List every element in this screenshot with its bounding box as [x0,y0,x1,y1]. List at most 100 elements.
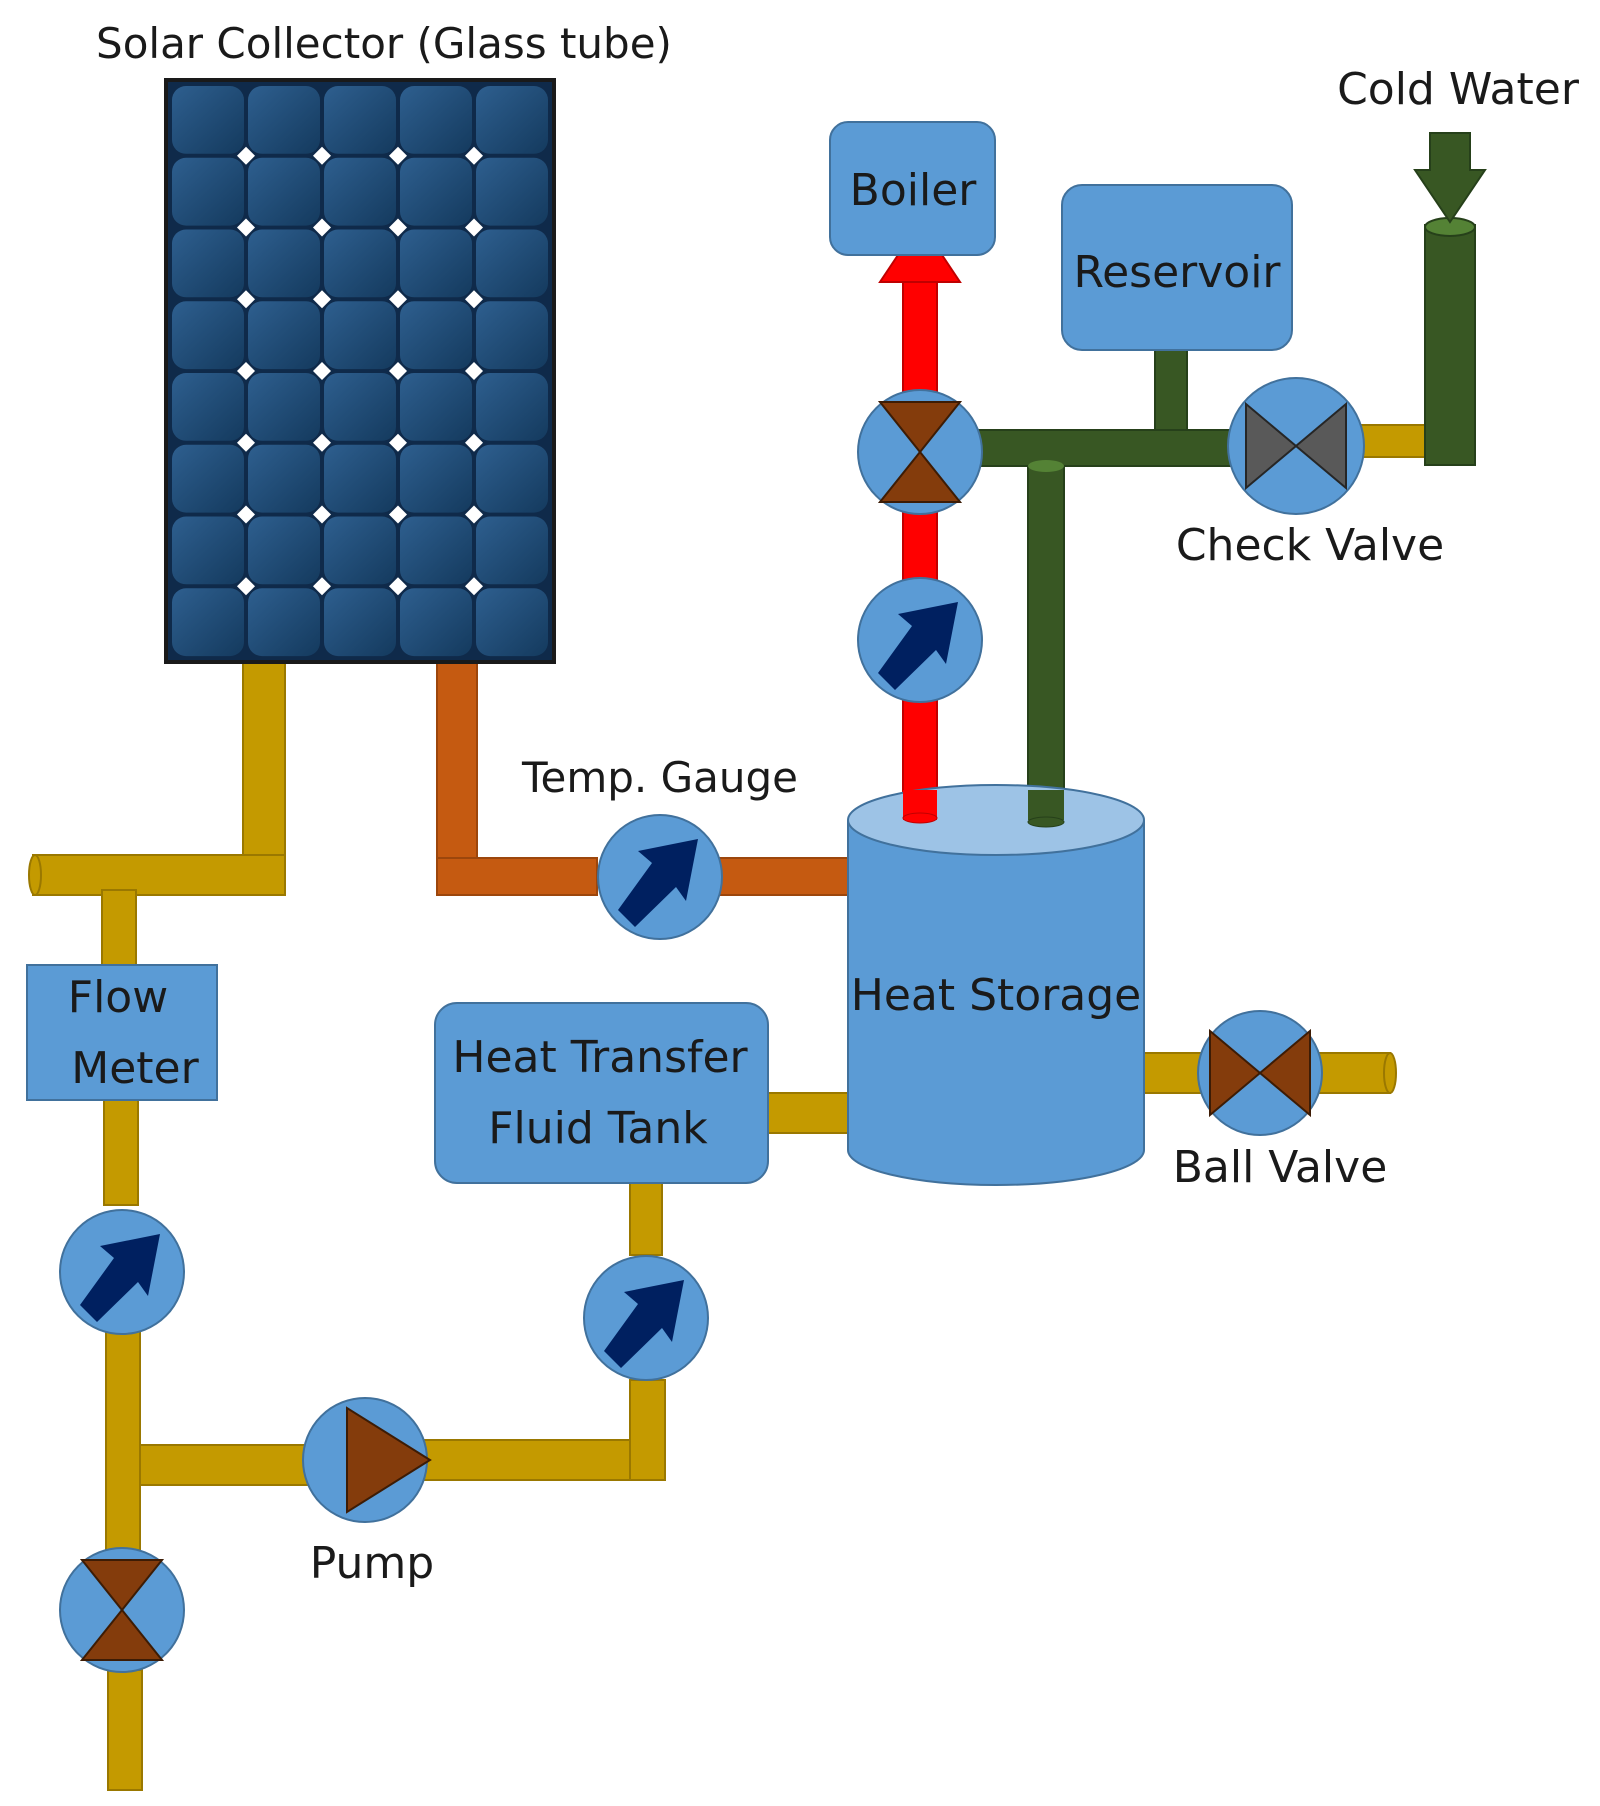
solar-cell-joint [237,505,255,524]
pipe-cold-water-column [1424,224,1476,466]
pipe-drain [107,1669,143,1791]
solar-cell [476,157,548,226]
pipe-gauge-to-storage [714,857,851,896]
arrow-gauge-icon [583,1255,709,1381]
pipe-top-left-horizontal [32,854,286,896]
pump-label: Pump [310,1538,434,1589]
solar-cell [400,516,472,585]
solar-cell-joint [465,433,483,452]
pipe-end-ball-valve [1383,1052,1397,1094]
solar-cell [172,588,244,657]
pipe-red-tank-joint [902,812,938,824]
solar-cell-joint [465,146,483,165]
heat-transfer-label-line2: Fluid Tank [488,1103,708,1154]
bowtie-valve-icon [857,389,983,515]
check-valve-label: Check Valve [1176,520,1444,571]
arrow-gauge-icon [59,1209,185,1335]
solar-cell [172,229,244,298]
bowtie-valve-icon [1227,377,1365,515]
solar-cell [172,373,244,441]
pipe-to-pump [139,1444,311,1486]
solar-cell [248,588,320,657]
solar-cell-joint [237,290,255,309]
pipes [28,132,1487,1791]
solar-cell-joint [237,362,255,380]
pipe-collector-hot-outlet [436,659,478,896]
solar-cell [400,157,472,226]
solar-cell-joint [313,505,331,524]
solar-cell [476,588,548,657]
solar-cell [400,588,472,657]
triangle-pump-icon [302,1397,432,1523]
bowtie-valve-icon [1197,1010,1323,1136]
ball-valve-label: Ball Valve [1173,1142,1388,1193]
solar-cell-joint [313,146,331,165]
solar-cell [248,301,320,370]
pipe-fluid-tank-to-storage [764,1092,851,1134]
solar-cell-joint [237,433,255,452]
solar-cell-joint [237,218,255,237]
solar-cell-joint [389,290,407,309]
pipe-green-horizontal [974,429,1236,467]
solar-cell-joint [465,290,483,309]
boiler-box [829,121,996,256]
solar-cell-joint [313,577,331,596]
pipe-storage-to-boiler [902,279,938,821]
solar-cell [172,516,244,585]
pipe-gauge-to-fluid-tank [629,1179,663,1256]
solar-cell [324,516,396,585]
solar-cell-joint [465,362,483,380]
solar-cell [476,444,548,513]
heat-transfer-fluid-tank-box [434,1002,769,1184]
solar-cell-joint [313,362,331,380]
solar-cell [324,373,396,441]
solar-cell [248,157,320,226]
pipe-hot-to-gauge [436,857,598,896]
solar-cell-joint [237,577,255,596]
solar-cell-joint [389,218,407,237]
solar-cell-joint [313,433,331,452]
solar-cell-joint [465,577,483,596]
solar-cell [400,444,472,513]
heat-storage-top [847,784,1145,856]
solar-cell [248,373,320,441]
arrow-gauge-icon [857,577,983,703]
pipe-reservoir-down [1154,349,1188,436]
solar-cell [476,86,548,154]
pipe-green-joint [1028,460,1064,472]
bowtie-valve-icon [59,1547,185,1673]
pipe-flow-meter-down [103,1094,139,1206]
solar-cell [248,444,320,513]
solar-cell [476,301,548,370]
pipe-green-tank-joint [1027,816,1065,828]
solar-cell [476,229,548,298]
pipe-up-to-gauge [629,1379,666,1481]
solar-cell [248,516,320,585]
solar-cell-joint [237,146,255,165]
down-arrow-icon [1413,132,1487,224]
arrow-gauge-icon [597,814,723,940]
solar-cell-joint [389,577,407,596]
pipe-green-tank-entry [1028,790,1064,820]
solar-cell [400,229,472,298]
solar-cell [172,86,244,154]
heat-transfer-label-line1: Heat Transfer [452,1032,748,1083]
reservoir-label: Reservoir [1073,247,1281,298]
cold-water-label: Cold Water [1337,64,1580,115]
solar-cell [324,301,396,370]
solar-cell [172,444,244,513]
pipe-pump-to-right [419,1439,666,1481]
solar-collector-label: Solar Collector (Glass tube) [96,19,672,68]
heat-storage-label: Heat Storage [851,970,1142,1021]
solar-cell-joint [389,146,407,165]
solar-cell [400,86,472,154]
solar-cell [324,229,396,298]
solar-cell [248,86,320,154]
solar-cell-joint [389,433,407,452]
solar-cell [476,516,548,585]
pipe-end-left [28,854,42,896]
solar-panel-icon [164,78,556,664]
solar-cell [324,86,396,154]
reservoir-box [1061,184,1293,351]
